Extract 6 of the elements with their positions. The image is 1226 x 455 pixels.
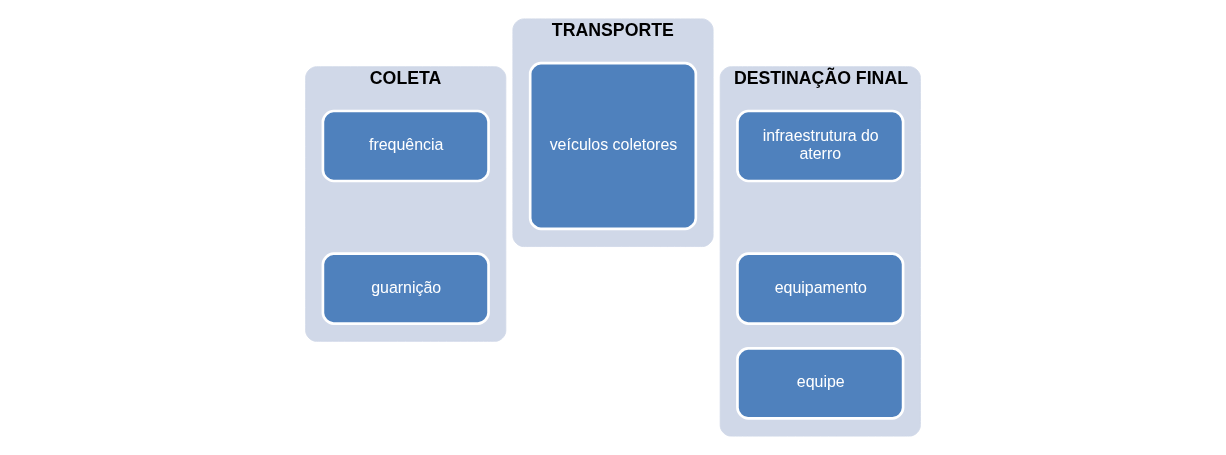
node-box: veículos coletores — [528, 61, 698, 231]
node-box: equipamento — [736, 252, 905, 325]
node-box: frequência — [321, 109, 490, 183]
node-box: guarnição — [321, 252, 490, 325]
node-box: equipe — [736, 347, 905, 420]
node-box: infraestrutura do aterro — [736, 109, 905, 183]
